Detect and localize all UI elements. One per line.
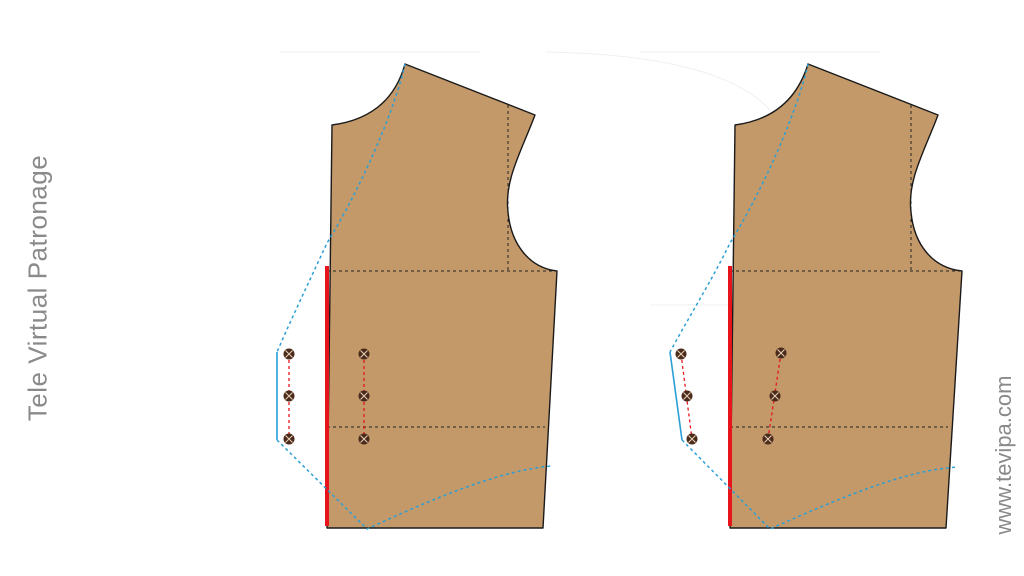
neckline-extension-guide (669, 63, 809, 353)
bodice-piece (326, 63, 558, 529)
button-mark (762, 433, 774, 445)
right-pattern (640, 51, 963, 530)
button-mark (775, 347, 787, 359)
button-mark (283, 390, 295, 402)
button-mark (358, 433, 370, 445)
hem-guide (276, 439, 553, 530)
button-mark (686, 433, 698, 445)
construction-line (544, 51, 771, 111)
neckline-extension-guide (276, 63, 406, 353)
button-mark (681, 390, 693, 402)
button-mark (675, 348, 687, 360)
left-pattern (276, 51, 771, 530)
button-mark (283, 348, 295, 360)
button-mark (283, 433, 295, 445)
front-edge-guide (669, 351, 683, 441)
button-mark (358, 390, 370, 402)
hem-guide (681, 439, 959, 530)
button-mark (769, 390, 781, 402)
bodice-piece (729, 63, 963, 529)
button-mark (358, 348, 370, 360)
